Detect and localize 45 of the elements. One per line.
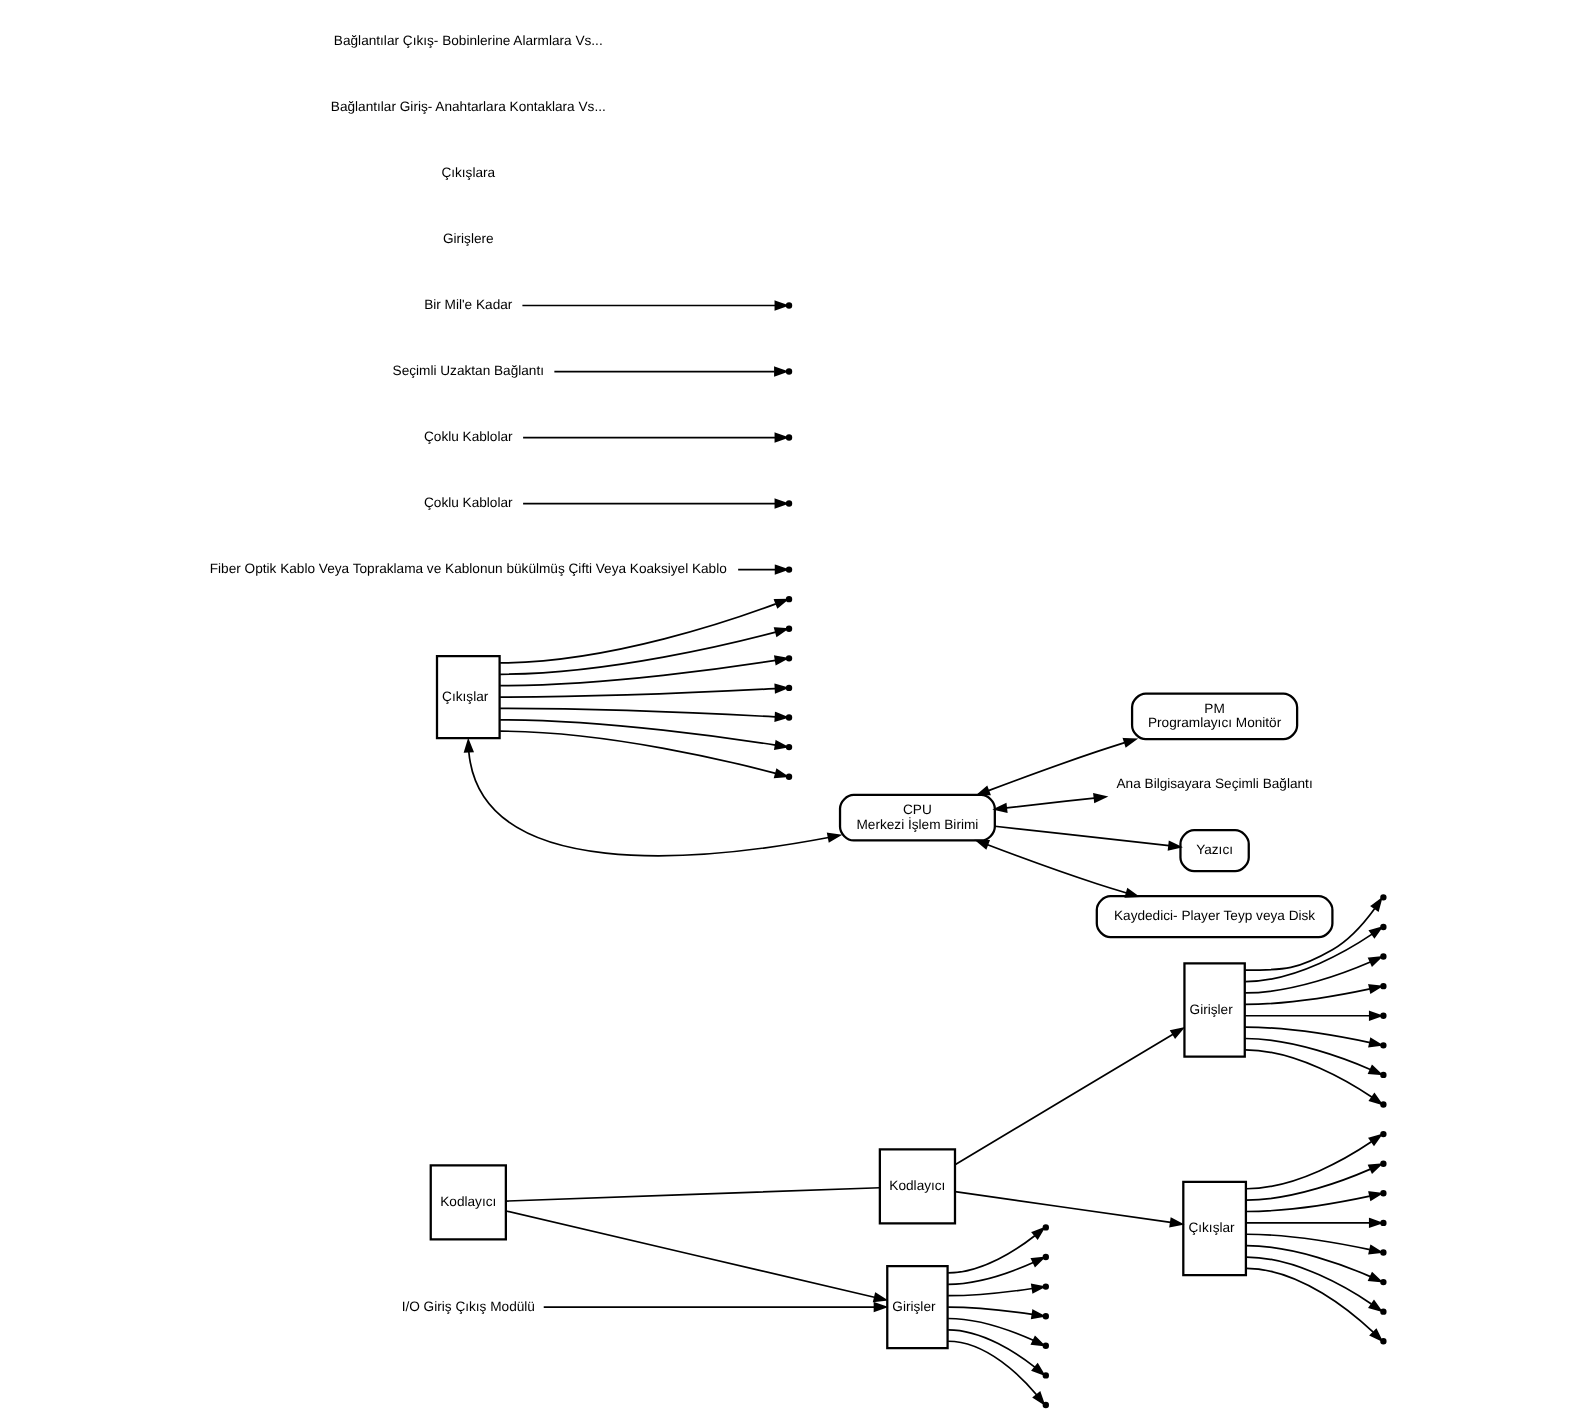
arrow: [947, 1329, 1046, 1377]
arrow: [994, 825, 1183, 851]
arrow: [522, 498, 790, 509]
arrow: [1244, 896, 1383, 972]
arrow: [505, 1210, 889, 1303]
arrow: [499, 598, 790, 664]
arrow: [542, 1301, 889, 1313]
arrow: [499, 655, 790, 687]
connector: [505, 1186, 881, 1202]
arrow: [1245, 1163, 1384, 1201]
arrow: [954, 1027, 1186, 1166]
arrow: [499, 707, 790, 722]
arrow: [1244, 1037, 1384, 1076]
arrow: [992, 792, 1109, 813]
arrow: [1244, 926, 1384, 983]
arrow: [947, 1317, 1047, 1347]
arrow: [499, 730, 790, 779]
arrow: [947, 1306, 1047, 1320]
arrow: [947, 1226, 1046, 1274]
arrow: [947, 1256, 1047, 1286]
arrow: [1245, 1133, 1384, 1190]
arrow: [521, 300, 790, 311]
arrow: [1245, 1233, 1384, 1255]
arrow: [1244, 1026, 1384, 1048]
arrow: [1245, 1244, 1384, 1283]
arrow: [522, 432, 790, 443]
arrow: [1245, 1267, 1384, 1343]
arrow: [1244, 984, 1384, 1006]
arrow: [974, 839, 1141, 898]
arrow: [499, 718, 790, 751]
arrow: [947, 1340, 1046, 1406]
arrow: [954, 1190, 1185, 1228]
arrow: [737, 564, 790, 575]
arrow: [463, 737, 843, 857]
arrow: [975, 737, 1139, 796]
arrow: [1244, 1049, 1384, 1106]
arrow: [1244, 1010, 1384, 1021]
arrow: [499, 627, 790, 676]
arrow: [499, 683, 790, 698]
arrow: [947, 1283, 1047, 1297]
arrow: [1245, 1256, 1384, 1313]
arrow: [1245, 1217, 1384, 1229]
arrow: [553, 366, 789, 377]
arrow: [1245, 1191, 1384, 1213]
arrow: [1244, 956, 1384, 994]
